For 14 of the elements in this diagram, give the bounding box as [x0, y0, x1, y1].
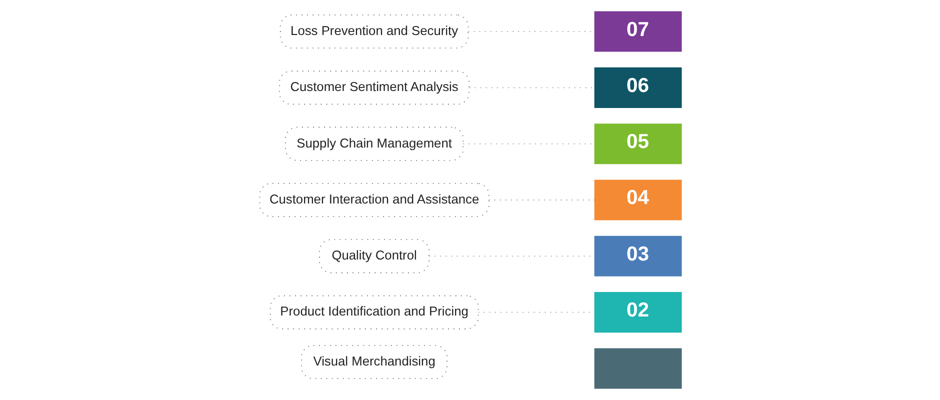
node-box: 06 [594, 67, 682, 108]
node-box: 02 [594, 292, 682, 333]
node-box: 03 [594, 236, 682, 276]
node-box: 04 [594, 180, 682, 220]
node-box: Visual Merchandising [300, 345, 447, 380]
node-box: Supply Chain Management [284, 126, 464, 161]
node-box: Customer Sentiment Analysis [278, 70, 470, 105]
node-box: Quality Control [318, 239, 430, 274]
node-box: 05 [594, 124, 682, 164]
node-box [594, 348, 682, 389]
node-box: Customer Interaction and Assistance [258, 182, 489, 218]
node-box: Product Identification and Pricing [269, 295, 478, 330]
node-box: Loss Prevention and Security [279, 14, 468, 49]
node-box: 07 [594, 11, 682, 52]
